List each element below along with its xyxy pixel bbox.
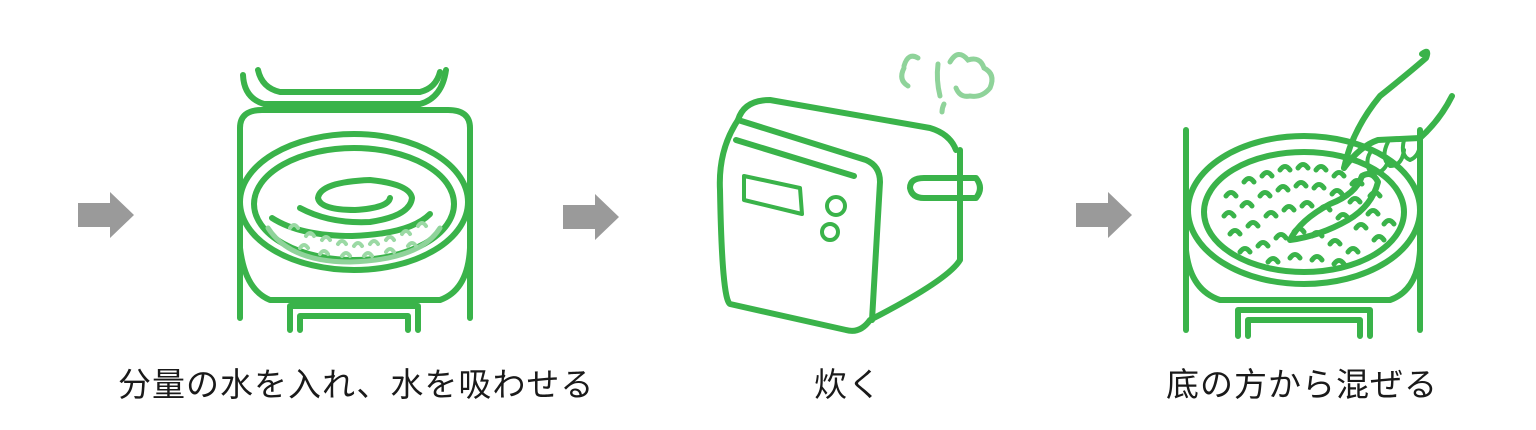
- rice-cooker-open-icon: [237, 67, 473, 333]
- rice-cooker-closed-icon: [716, 97, 983, 334]
- hand-paddle-icon: [1287, 48, 1455, 243]
- step-caption: 分量の水を入れ、水を吸わせる: [118, 365, 595, 404]
- rice-cooker-open-icon: [1183, 127, 1423, 339]
- arrow-right-icon: [1076, 192, 1132, 238]
- arrow-right-icon: [78, 192, 134, 238]
- step-caption: 炊く: [814, 365, 882, 404]
- arrow-right-icon: [563, 194, 619, 240]
- steam-icon: [899, 52, 995, 115]
- step-caption: 底の方から混ぜる: [1166, 365, 1438, 404]
